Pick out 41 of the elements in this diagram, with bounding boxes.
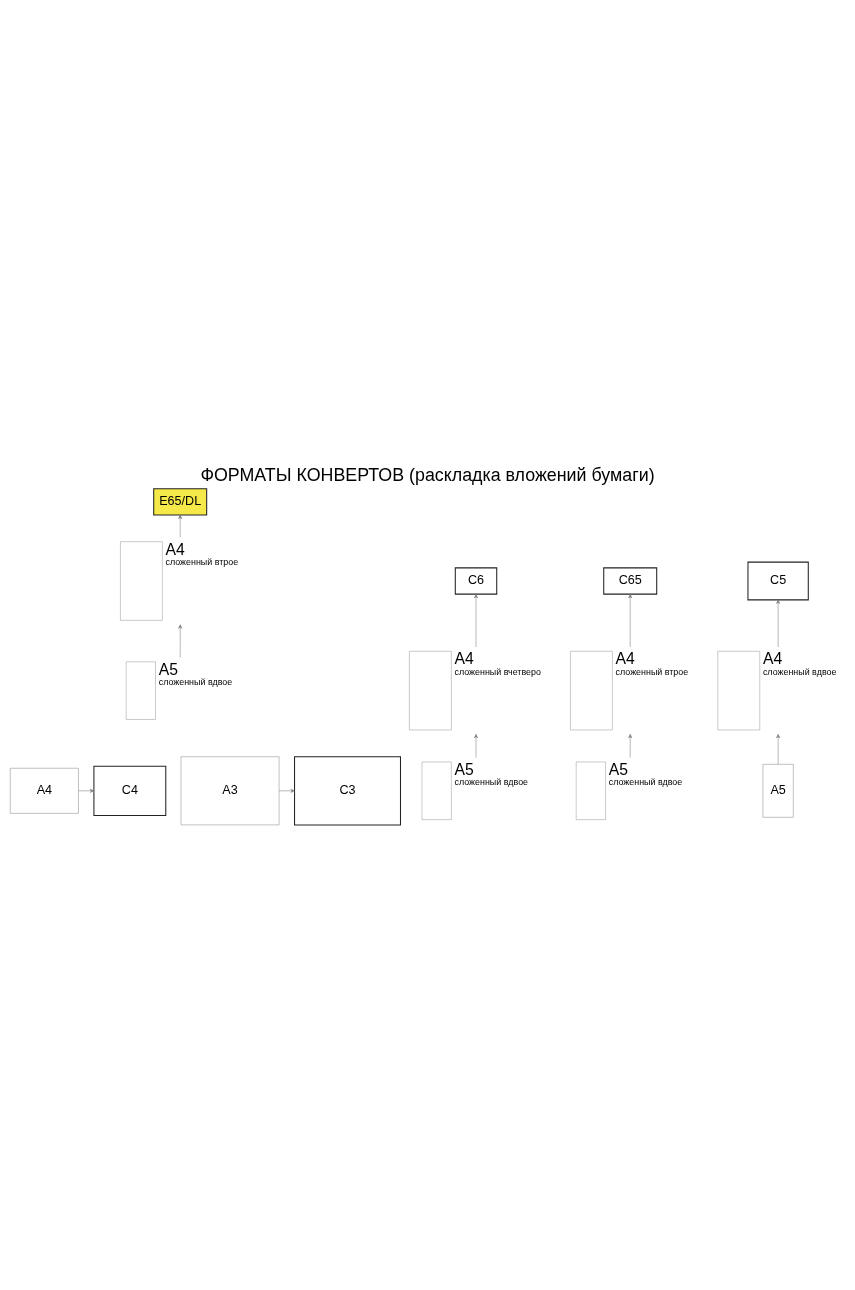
node-label: сложенный вдвое <box>762 666 837 677</box>
diagram-title: ФОРМАТЫ КОНВЕРТОВ (раскладка вложений бумаги) <box>200 465 655 486</box>
arrow <box>776 734 781 765</box>
node-label: A5 <box>454 761 474 779</box>
node-box: A3 <box>180 756 280 826</box>
node-label: сложенный втрое <box>165 557 239 568</box>
node-box <box>120 541 163 621</box>
arrow <box>474 733 478 758</box>
node-box <box>125 661 156 720</box>
node-label: сложенный вдвое <box>158 677 233 688</box>
arrow <box>178 514 183 538</box>
node-box: C65 <box>603 567 658 595</box>
node-box: C6 <box>454 567 498 595</box>
arrow <box>628 594 633 648</box>
node-label: A4 <box>762 650 783 668</box>
node-label: сложенный вчетверо <box>454 666 541 677</box>
arrow <box>278 788 295 793</box>
arrow <box>474 594 478 648</box>
node-box <box>570 651 613 731</box>
arrow <box>78 788 95 793</box>
node-box <box>717 651 761 731</box>
node-label: сложенный вдвое <box>454 777 529 788</box>
node-label: A4 <box>615 650 635 668</box>
node-label: A4 <box>165 540 185 558</box>
node-label: сложенный вдвое <box>608 777 683 788</box>
node-box: A5 <box>762 764 794 818</box>
arrow <box>628 733 633 758</box>
node-box: A4 <box>10 768 79 814</box>
node-box <box>575 761 606 820</box>
node-box: C3 <box>294 756 401 826</box>
node-label: A5 <box>158 660 178 678</box>
node-box <box>421 761 452 820</box>
node-box <box>409 651 452 731</box>
node-box: C4 <box>93 765 167 816</box>
node-label: сложенный втрое <box>615 666 689 677</box>
arrow <box>776 599 781 648</box>
node-label: A4 <box>454 650 474 668</box>
node-box: C5 <box>747 561 809 601</box>
arrow <box>178 624 183 658</box>
node-box: E65/DL <box>153 488 208 516</box>
node-label: A5 <box>608 761 628 779</box>
